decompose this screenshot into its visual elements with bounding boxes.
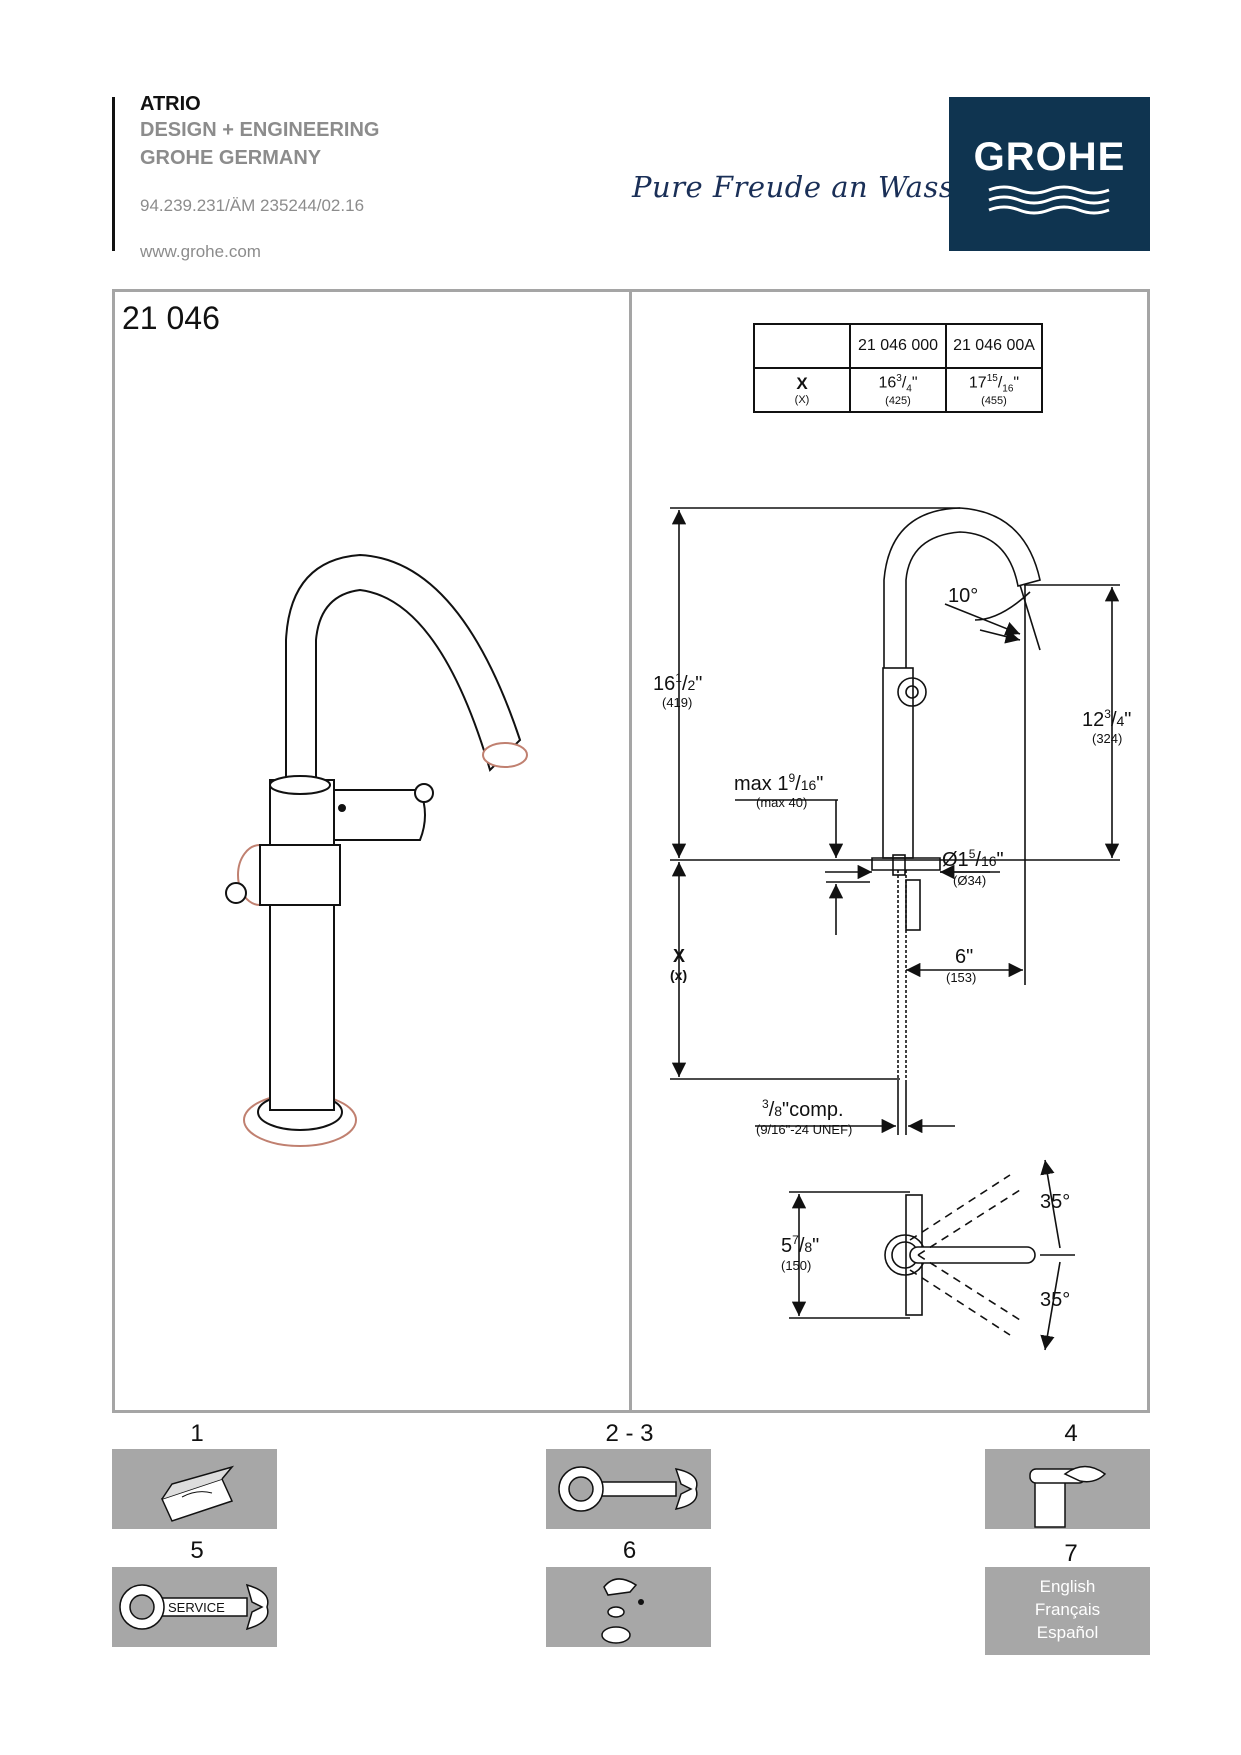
step-number: 4 <box>1064 1420 1078 1447</box>
water-waves-icon <box>988 185 1110 215</box>
step-4-tile[interactable] <box>985 1449 1150 1529</box>
document-number: 94.239.231/ÄM 235244/02.16 <box>140 196 365 215</box>
step-5-tile[interactable]: SERVICE <box>112 1567 277 1647</box>
table-corner-cell <box>753 323 851 369</box>
step-number: 5 <box>190 1537 204 1564</box>
frame-divider <box>629 289 632 1413</box>
service-wrench-icon: SERVICE <box>119 1583 269 1631</box>
angle-down-label: 35° <box>1040 1289 1070 1311</box>
service-label: SERVICE <box>168 1600 225 1615</box>
step-7-tile[interactable]: English Français Español <box>985 1567 1150 1655</box>
brand-slogan: Pure Freude an Wasser <box>632 170 987 204</box>
handle-width-label: 57/8" <box>781 1233 819 1257</box>
handle-width-mm: (150) <box>781 1258 811 1273</box>
language-espanol[interactable]: Español <box>1036 1623 1099 1642</box>
header-block: ATRIO DESIGN + ENGINEERING GROHE GERMANY… <box>140 92 380 262</box>
step-number: 2 - 3 <box>605 1420 654 1447</box>
spout-height-label: 123/4" <box>1082 707 1131 731</box>
product-family-title: ATRIO <box>140 93 201 115</box>
max-thickness-label: max 19/16" <box>734 771 823 795</box>
step-number: 1 <box>190 1420 204 1447</box>
max-thickness-mm: (max 40) <box>756 795 807 810</box>
website-url[interactable]: www.grohe.com <box>140 242 261 261</box>
logo-wordmark: GROHE <box>973 135 1126 179</box>
step-2-3-tile[interactable] <box>546 1449 711 1529</box>
x-dim-label: X <box>673 946 685 966</box>
table-row-label: X (X) <box>753 367 851 413</box>
height-dim-label: 161/2" <box>653 671 702 695</box>
design-engineering-line: DESIGN + ENGINEERING <box>140 119 380 141</box>
table-cell: 163/4" (425) <box>849 367 947 413</box>
variant-table: 21 046 000 21 046 00A X (X) 163/4" (425)… <box>753 323 1043 413</box>
grohe-germany-line: GROHE GERMANY <box>140 147 322 169</box>
step-number: 6 <box>622 1537 637 1564</box>
technical-drawing: 161/2" (419) 10° 123/4" (324) max 19/16"… <box>653 507 1131 1351</box>
language-english[interactable]: English <box>1039 1577 1096 1596</box>
hand-cleaning-icon <box>1029 1465 1107 1528</box>
faucet-illustration <box>225 553 528 1147</box>
step-1-tile[interactable] <box>112 1449 277 1529</box>
model-number: 21 046 <box>122 300 220 336</box>
base-diameter-mm: (Ø34) <box>953 873 986 888</box>
table-header-cell: 21 046 00A <box>945 323 1043 369</box>
reach-mm: (153) <box>946 970 976 985</box>
exploded-handle-icon <box>601 1578 644 1644</box>
connection-label: 3/8"comp. <box>762 1097 844 1121</box>
reach-label: 6" <box>955 946 973 968</box>
x-dim-sub: (x) <box>670 967 687 983</box>
step-number: 7 <box>1064 1540 1078 1567</box>
table-cell: 1715/16" (455) <box>945 367 1043 413</box>
connection-thread: (9/16"-24 UNEF) <box>756 1122 852 1137</box>
tool-box-icon <box>160 1465 235 1522</box>
height-dim-mm: (419) <box>662 695 692 710</box>
grohe-logo: GROHE <box>949 97 1150 251</box>
step-6-tile[interactable] <box>546 1567 711 1647</box>
spout-height-mm: (324) <box>1092 731 1122 746</box>
header-rule <box>112 97 115 251</box>
spout-angle-label: 10° <box>948 585 978 607</box>
table-header-cell: 21 046 000 <box>849 323 947 369</box>
angle-up-label: 35° <box>1040 1191 1070 1213</box>
language-francais[interactable]: Français <box>1034 1600 1101 1619</box>
base-diameter-label: Ø15/16" <box>942 847 1004 871</box>
wrench-icon <box>558 1466 698 1512</box>
